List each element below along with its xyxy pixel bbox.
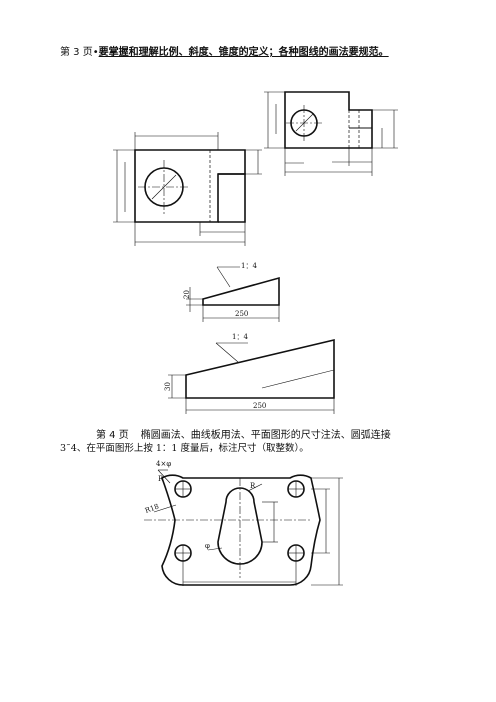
plate-radius-top-label: R bbox=[158, 475, 164, 483]
plate-radius-side-label: R18 bbox=[144, 503, 160, 515]
slope-figure-large bbox=[168, 338, 335, 414]
page3-heading-prefix: 第 3 页• bbox=[60, 47, 99, 58]
page4-heading: 第 4 页椭圆画法、曲线板用法、平面图形的尺寸注法、圆弧连接 bbox=[96, 426, 391, 441]
slope-figure-small bbox=[186, 266, 280, 322]
bracket-drawing-right bbox=[264, 91, 398, 176]
page4-heading-prefix: 第 4 页 bbox=[96, 430, 129, 441]
slope-small-height-label: 20 bbox=[183, 290, 191, 299]
slope-small-ratio-label: 1：4 bbox=[241, 262, 257, 270]
slope-small-length-label: 250 bbox=[235, 310, 248, 318]
plate-hole-label: 4×φ bbox=[156, 460, 171, 468]
slope-large-height-label: 30 bbox=[164, 382, 172, 391]
bracket-drawing-left bbox=[113, 132, 262, 246]
page3-heading-text: 要掌握和理解比例、斜度、锥度的定义；各种图线的画法要规范。 bbox=[98, 47, 389, 58]
plate-diameter-slot-label: φ bbox=[205, 542, 210, 550]
page3-heading: 第 3 页•要掌握和理解比例、斜度、锥度的定义；各种图线的画法要规范。 bbox=[60, 43, 389, 58]
plate-radius-slot-label: R bbox=[250, 482, 256, 490]
task-3-4-text: 3˜4、在平面图形上按 1：1 度量后，标注尺寸（取整数）。 bbox=[60, 443, 309, 454]
slope-large-length-label: 250 bbox=[253, 402, 266, 410]
page4-heading-text: 椭圆画法、曲线板用法、平面图形的尺寸注法、圆弧连接 bbox=[140, 430, 391, 441]
slope-large-ratio-label: 1：4 bbox=[232, 333, 248, 341]
plate-figure bbox=[144, 469, 343, 586]
